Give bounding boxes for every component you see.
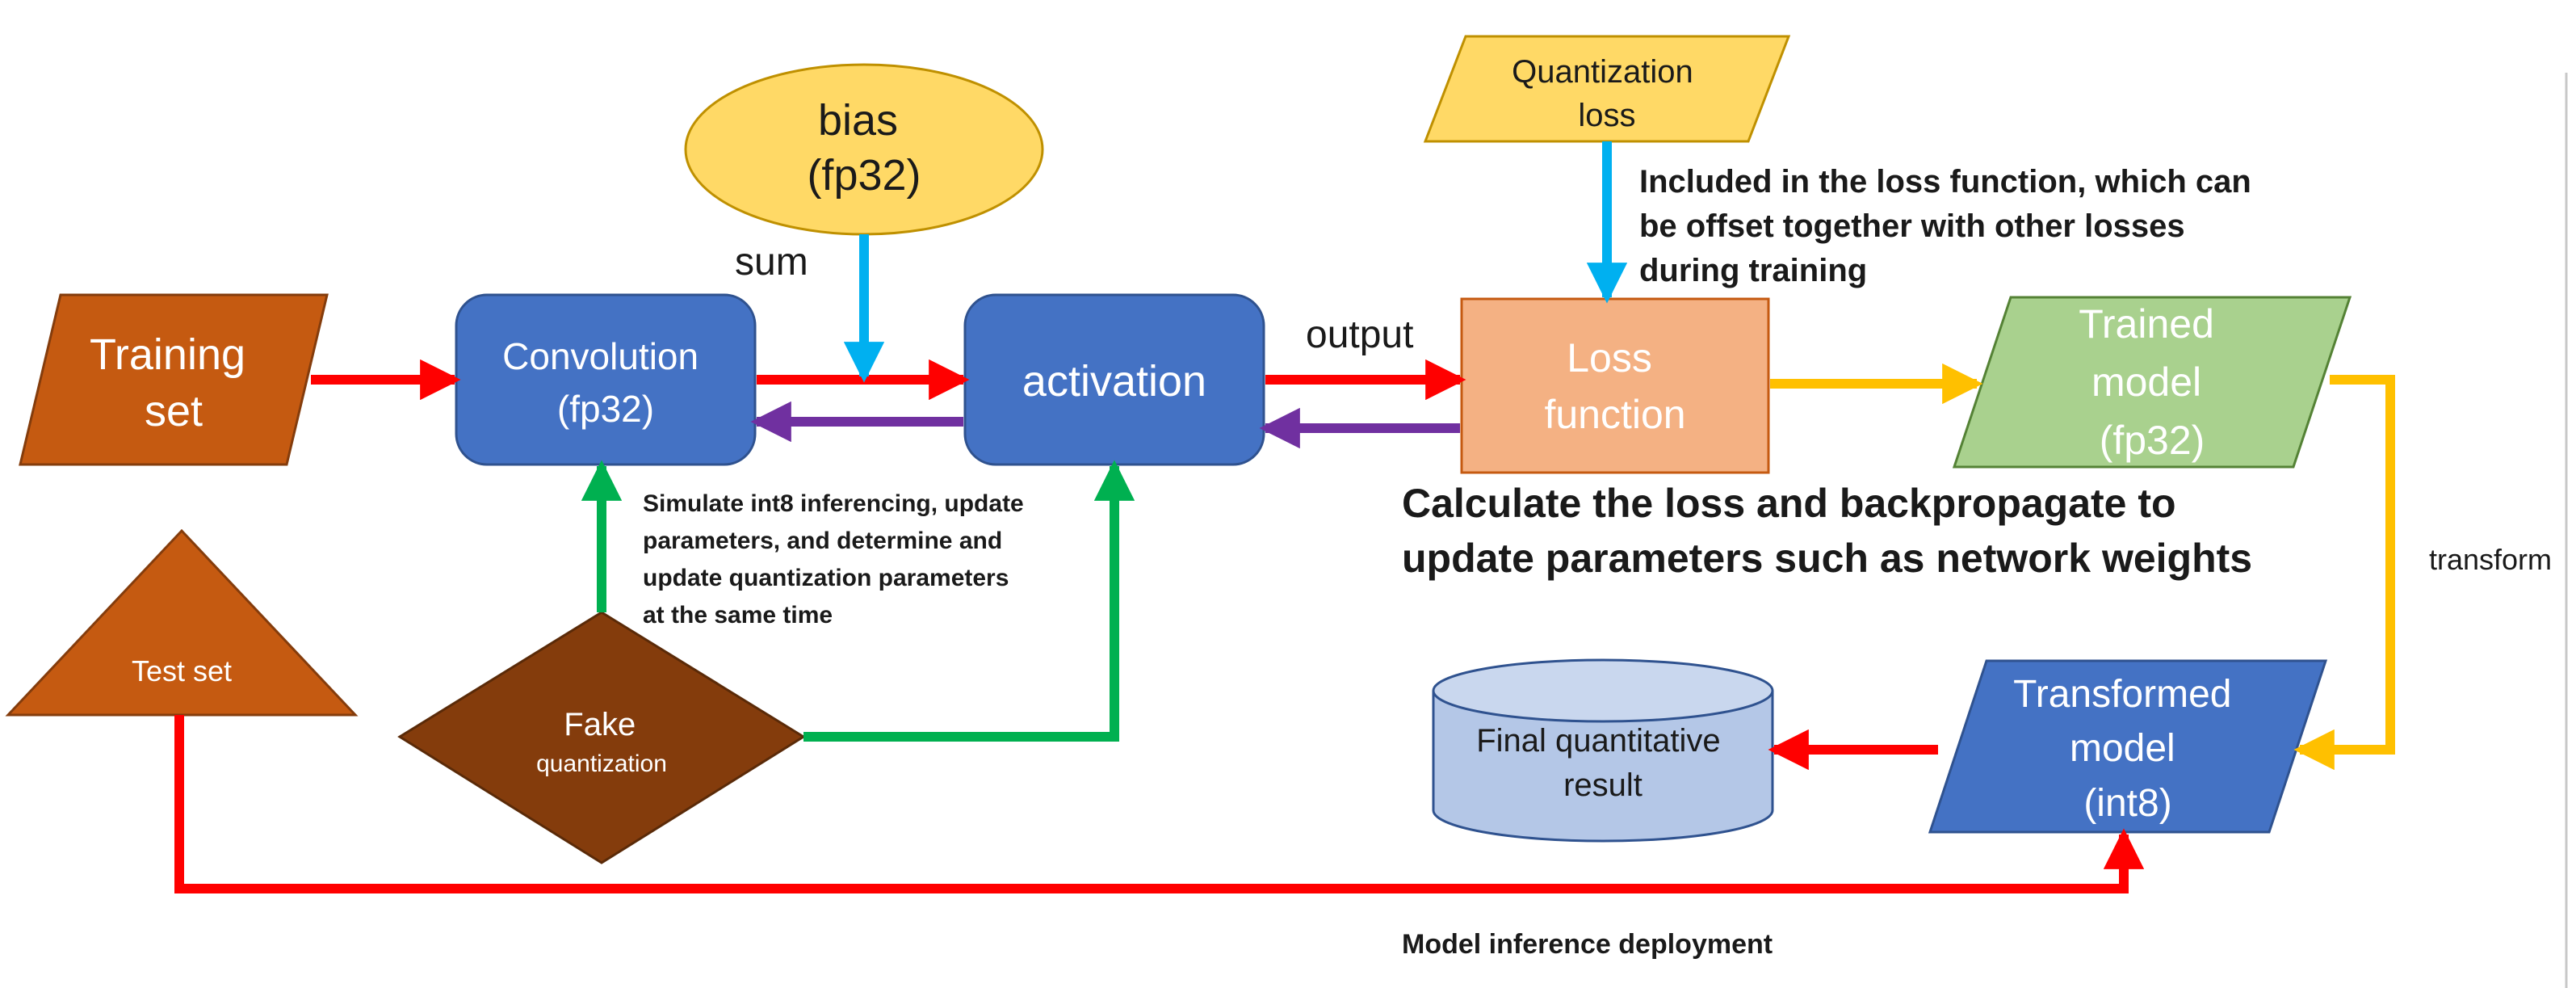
- trained-model-node: Trained model (fp32): [1952, 296, 2352, 469]
- quantization-loss-line2: loss: [1578, 98, 1635, 133]
- test-set-node: Test set: [5, 528, 359, 717]
- convolution-line2: (fp32): [557, 388, 654, 430]
- svg-text:bias (fp32): bias (fp32): [807, 96, 921, 200]
- loss-note: Included in the loss function, which can…: [1639, 164, 2260, 288]
- transformed-model-line2: model: [2070, 727, 2175, 770]
- convolution-node: Convolution (fp32): [455, 293, 757, 466]
- svg-text:Fake quantization: Fake quantization: [536, 707, 667, 777]
- svg-text:Convolution (fp32): Convolution (fp32): [502, 335, 709, 430]
- loss-function-node: Loss function: [1460, 297, 1770, 474]
- fake-quantization-node: Fake quantization: [397, 611, 806, 864]
- bias-line1: bias: [818, 96, 898, 145]
- deployment-label: Model inference deployment: [1402, 929, 1773, 960]
- final-result-line2: result: [1563, 767, 1643, 803]
- output-label: output: [1306, 313, 1413, 356]
- transformed-model-node: Transformed model (int8): [1928, 659, 2328, 834]
- bias-node: bias (fp32): [684, 63, 1044, 236]
- svg-text:Quantization loss: Quantization loss: [1512, 54, 1702, 133]
- activation-node: activation: [963, 293, 1265, 466]
- final-result-node: Final quantitative result: [1432, 658, 1774, 843]
- arrow-trained-to-transformed: [2293, 375, 2395, 771]
- fake-quant-note: Simulate int8 inferencing, update parame…: [643, 490, 1030, 629]
- arrow-test-to-transformed: [174, 715, 2145, 893]
- loss-function-line1: Loss: [1567, 335, 1652, 380]
- training-set-node: Training set: [19, 293, 329, 466]
- training-set-line2: set: [145, 387, 203, 435]
- training-set-line1: Training: [90, 330, 245, 379]
- svg-text:Trained model (fp3: Trained model (fp32): [2079, 301, 2226, 463]
- svg-text:Transformed model: Transformed model (int8): [2013, 673, 2242, 825]
- final-result-line1: Final quantitative: [1476, 723, 1720, 759]
- transformed-model-line1: Transformed: [2013, 673, 2231, 716]
- bias-line2: (fp32): [807, 151, 921, 200]
- trained-model-line3: (fp32): [2100, 418, 2205, 463]
- quantization-loss-line1: Quantization: [1512, 54, 1693, 90]
- trained-model-line2: model: [2091, 359, 2201, 405]
- test-set-label: Test set: [132, 654, 232, 687]
- transform-label: transform: [2429, 543, 2552, 576]
- convolution-line1: Convolution: [502, 335, 699, 377]
- quantization-loss-node: Quantization loss: [1423, 35, 1791, 143]
- fake-quantization-line1: Fake: [564, 707, 636, 742]
- sum-label: sum: [735, 241, 808, 284]
- trained-model-line1: Trained: [2079, 301, 2214, 347]
- svg-text:Loss function: Loss function: [1544, 335, 1685, 437]
- svg-text:Training set: Training set: [90, 330, 258, 435]
- arrow-fakequant-to-activation: [803, 460, 1135, 742]
- svg-text:Final quantitative resul: Final quantitative result: [1476, 723, 1730, 803]
- transformed-model-line3: (int8): [2083, 782, 2171, 825]
- loss-function-line2: function: [1544, 392, 1685, 437]
- activation-label: activation: [1022, 357, 1206, 406]
- fake-quantization-line2: quantization: [536, 750, 667, 777]
- backprop-note: Calculate the loss and backpropagate to …: [1402, 481, 2252, 581]
